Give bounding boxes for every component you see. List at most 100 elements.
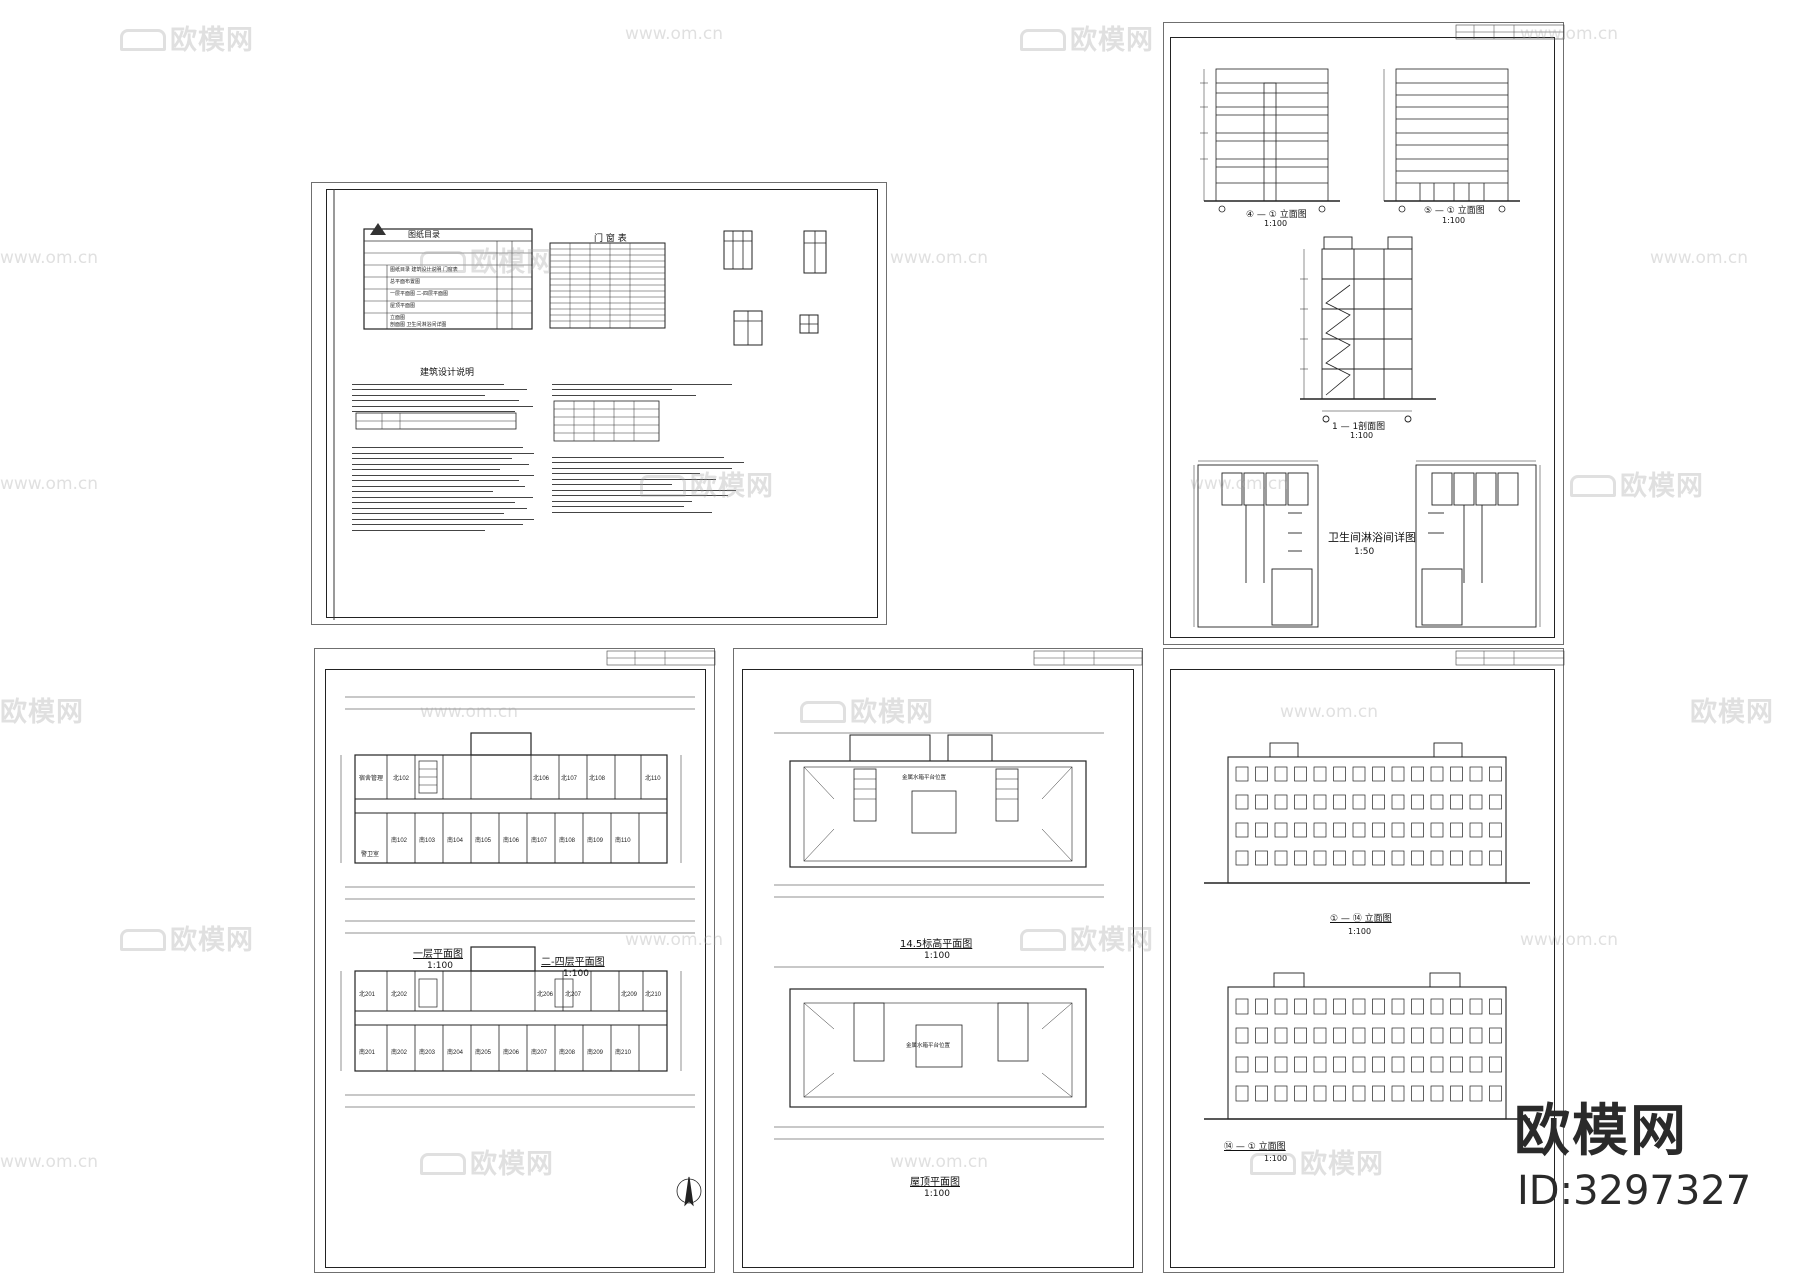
- room-label: 北206: [537, 992, 554, 998]
- index-item: 总平面布置图: [390, 279, 421, 285]
- window-mark: [1352, 850, 1366, 866]
- window-mark: [1255, 1027, 1268, 1044]
- watermark-url: www.om.cn: [0, 1152, 99, 1172]
- sheet-border: [1170, 37, 1555, 638]
- watermark: 欧模网: [120, 18, 254, 57]
- watermark: 欧模网: [1690, 697, 1774, 728]
- window-mark: [1489, 766, 1502, 782]
- room-label: 南204: [447, 1050, 464, 1056]
- room-label: 南105: [475, 838, 492, 844]
- window-mark: [1333, 794, 1346, 810]
- window-mark: [1372, 850, 1385, 866]
- window-mark: [1450, 766, 1463, 782]
- window-mark: [1372, 998, 1385, 1015]
- window-mark: [1352, 766, 1366, 782]
- window-mark: [1391, 794, 1405, 810]
- window-mark: [1372, 1027, 1385, 1044]
- window-mark: [1313, 1085, 1327, 1102]
- index-item: 立面图: [390, 315, 406, 321]
- window-mark: [1294, 1027, 1307, 1044]
- window-mark: [1411, 1027, 1424, 1044]
- window-mark: [1450, 1085, 1463, 1102]
- window-mark: [1235, 794, 1249, 810]
- room-label: 南107: [531, 838, 548, 844]
- room-label: 南103: [419, 838, 436, 844]
- index-item: 图纸目录 建筑设计说明 门窗表: [390, 267, 458, 273]
- window-mark: [1430, 794, 1444, 810]
- room-label: 南102: [391, 838, 408, 844]
- index-title: 图纸目录: [408, 230, 440, 239]
- window-mark: [1333, 1056, 1346, 1073]
- window-mark: [1352, 822, 1366, 838]
- window-mark: [1469, 850, 1483, 866]
- sheet-elevations-section: ④ — ① 立面图 1:100 ⑤ — ① 立面图 1:100 1 — 1剖面图…: [1163, 22, 1565, 645]
- window-mark: [1430, 1027, 1444, 1044]
- watermark-url: www.om.cn: [0, 474, 99, 494]
- tank-label: 金属水箱平台位置: [906, 1043, 951, 1049]
- window-mark: [1313, 794, 1327, 810]
- index-item: 一层平面图 二-四层平面图: [390, 291, 449, 297]
- room-label: 北102: [393, 776, 410, 782]
- detail-title: 卫生间淋浴间详图: [1328, 531, 1416, 544]
- elev-d-scale: 1:100: [1264, 1154, 1288, 1163]
- room-label: 南202: [391, 1050, 408, 1056]
- window-mark: [1274, 998, 1288, 1015]
- window-mark: [1294, 1085, 1307, 1102]
- window-mark: [1333, 822, 1346, 838]
- room-label: 南205: [475, 1050, 492, 1056]
- window-mark: [1313, 766, 1327, 782]
- room-label: 南210: [615, 1050, 632, 1056]
- watermark-url: www.om.cn: [625, 24, 724, 44]
- window-mark: [1430, 822, 1444, 838]
- room-label: 南201: [359, 1050, 376, 1056]
- elevation-d: [1204, 972, 1530, 1120]
- window-mark: [1391, 1056, 1405, 1073]
- sheet-linework: [1193, 24, 1565, 628]
- room-label: 南110: [615, 838, 631, 844]
- section-title: 1 — 1剖面图: [1332, 422, 1386, 432]
- sheet-border: [1170, 669, 1555, 1268]
- window-mark: [1391, 766, 1405, 782]
- window-mark: [1372, 794, 1385, 810]
- sheet-border: [742, 669, 1134, 1268]
- window-mark: [1274, 850, 1288, 866]
- window-mark: [1274, 1056, 1288, 1073]
- window-mark: [1411, 766, 1424, 782]
- window-mark: [1469, 766, 1483, 782]
- room-label: 南109: [587, 838, 604, 844]
- window-mark: [1274, 822, 1288, 838]
- window-mark: [1391, 850, 1405, 866]
- window-mark: [1333, 998, 1346, 1015]
- window-mark: [1352, 1027, 1366, 1044]
- window-mark: [1450, 1056, 1463, 1073]
- window-mark: [1274, 1027, 1288, 1044]
- window-mark: [1235, 850, 1249, 866]
- room-label: 南206: [503, 1050, 520, 1056]
- window-mark: [1450, 850, 1463, 866]
- window-mark: [1255, 998, 1268, 1015]
- window-mark: [1255, 766, 1268, 782]
- window-mark: [1372, 822, 1385, 838]
- window-mark: [1430, 1085, 1444, 1102]
- window-mark: [1430, 850, 1444, 866]
- watermark-url: www.om.cn: [890, 248, 989, 268]
- window-mark: [1391, 1027, 1405, 1044]
- roof-plan-scale: 1:100: [924, 1189, 950, 1199]
- window-mark: [1235, 1056, 1249, 1073]
- window-mark: [1294, 822, 1307, 838]
- window-mark: [1255, 794, 1268, 810]
- roof-plans-linework: [774, 650, 1143, 1140]
- window-mark: [1313, 822, 1327, 838]
- window-mark: [1235, 766, 1249, 782]
- window-mark: [1294, 794, 1307, 810]
- watermark-url: www.om.cn: [1650, 248, 1749, 268]
- window-mark: [1372, 1085, 1385, 1102]
- room-label: 北107: [561, 776, 578, 782]
- window-mark: [1450, 794, 1463, 810]
- window-mark: [1489, 850, 1502, 866]
- door-table-title: 门 窗 表: [594, 234, 627, 244]
- window-mark: [1235, 998, 1249, 1015]
- window-mark: [1391, 1085, 1405, 1102]
- window-mark: [1333, 1085, 1346, 1102]
- window-mark: [1430, 766, 1444, 782]
